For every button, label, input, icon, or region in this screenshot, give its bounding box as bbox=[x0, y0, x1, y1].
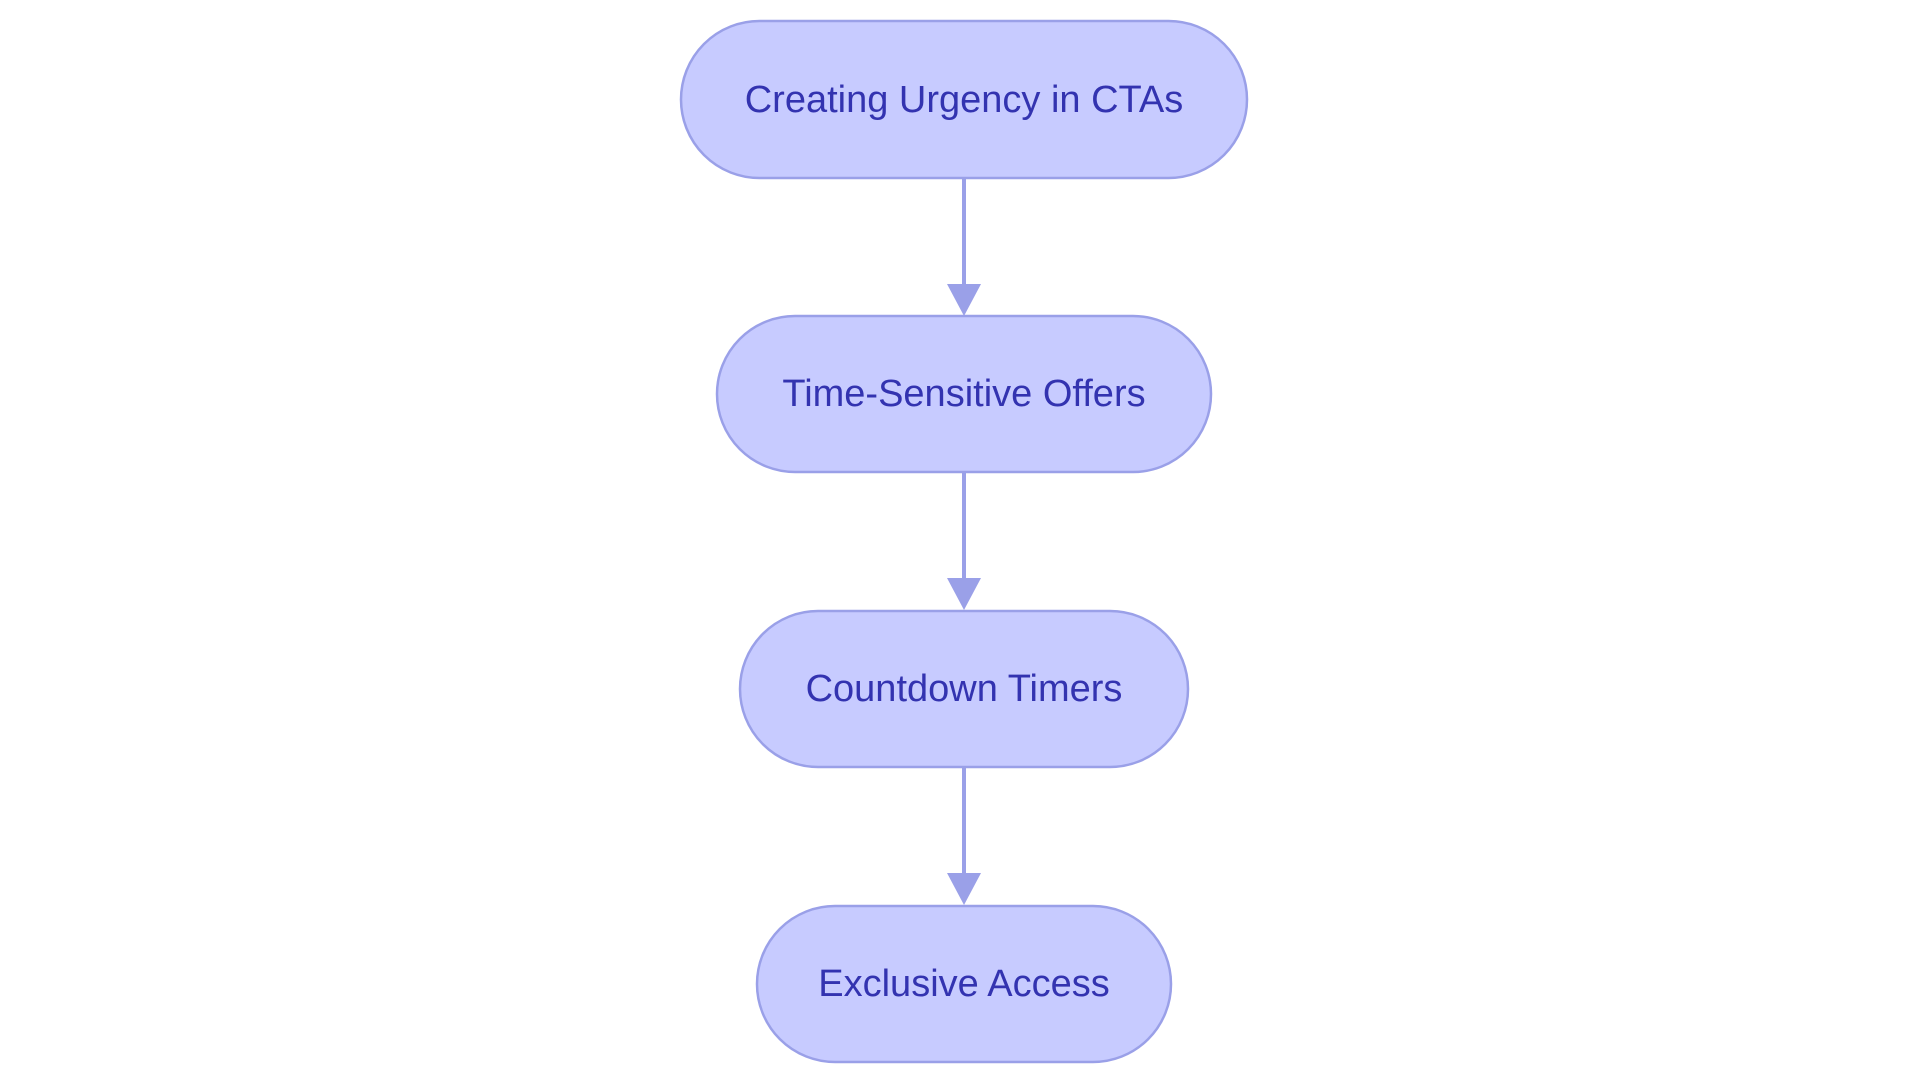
node-creating-urgency[interactable]: Creating Urgency in CTAs bbox=[679, 19, 1249, 180]
node-shape bbox=[755, 904, 1173, 1064]
edge-n2-n3 bbox=[947, 472, 981, 610]
arrow-head-icon bbox=[947, 284, 981, 316]
node-label: Exclusive Access bbox=[818, 963, 1109, 1005]
node-label: Countdown Timers bbox=[806, 668, 1123, 710]
arrow-head-icon bbox=[947, 873, 981, 905]
edges bbox=[947, 178, 981, 905]
arrow-head-icon bbox=[947, 578, 981, 610]
node-shape bbox=[679, 19, 1249, 180]
node-shape bbox=[715, 314, 1213, 474]
node-exclusive-access[interactable]: Exclusive Access bbox=[755, 904, 1173, 1064]
node-time-sensitive-offers[interactable]: Time-Sensitive Offers bbox=[715, 314, 1213, 474]
edge-n3-n4 bbox=[947, 767, 981, 905]
nodes: Creating Urgency in CTAs Time-Sensitive … bbox=[679, 19, 1249, 1064]
edge-n1-n2 bbox=[947, 178, 981, 316]
node-countdown-timers[interactable]: Countdown Timers bbox=[738, 609, 1190, 769]
node-label: Creating Urgency in CTAs bbox=[745, 79, 1184, 121]
node-label: Time-Sensitive Offers bbox=[782, 373, 1145, 415]
node-shape bbox=[738, 609, 1190, 769]
